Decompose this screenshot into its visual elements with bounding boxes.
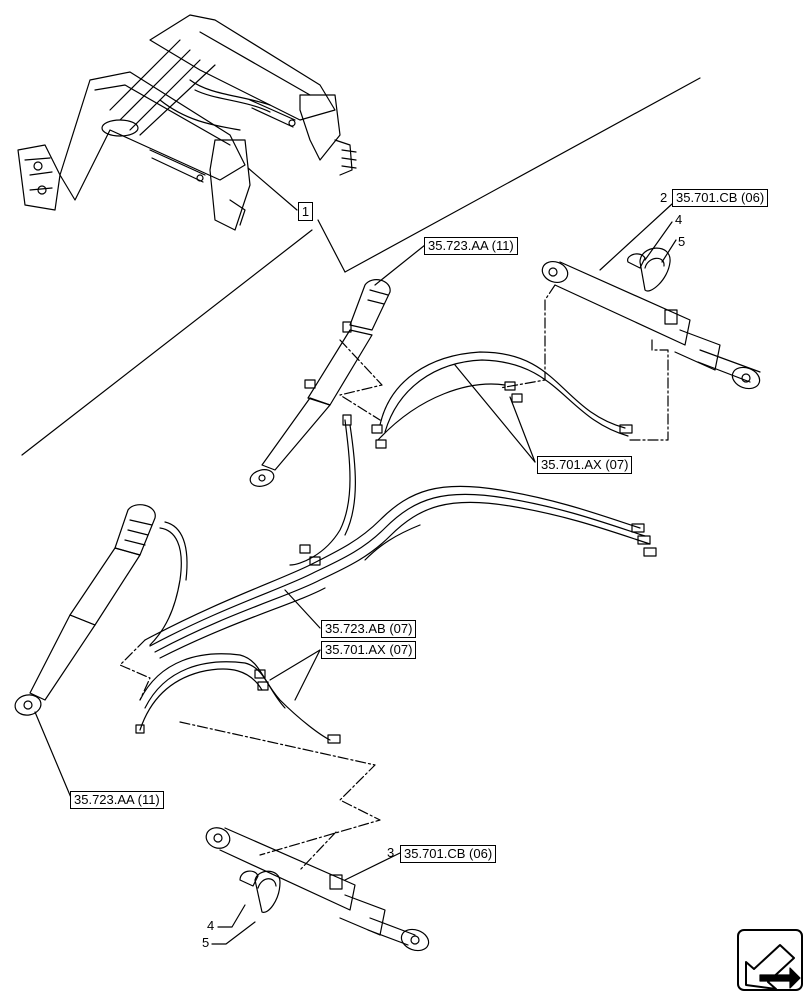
- item-5-number-bottom: 5: [202, 935, 210, 950]
- callout-1-leaders: [21, 77, 701, 456]
- ref-35-701-cb-bottom[interactable]: 35.701.CB (06): [400, 845, 497, 863]
- item-2-number: 2: [660, 190, 668, 205]
- top-dashdot-guides: [339, 284, 669, 441]
- upper-hose-set: [289, 351, 633, 566]
- bottom-hydraulic-cylinder: [205, 827, 430, 952]
- item-5-number-top: 5: [678, 234, 686, 249]
- ref-35-701-ax-lower[interactable]: 35.701.AX (07): [321, 641, 417, 659]
- item-3-number: 3: [387, 845, 395, 860]
- ref-35-723-aa-lower[interactable]: 35.723.AA (11): [70, 791, 164, 809]
- item-4-number-bottom: 4: [207, 918, 215, 933]
- ref-35-723-ab[interactable]: 35.723.AB (07): [321, 620, 417, 638]
- middle-hose-bundle: [144, 485, 657, 659]
- callout-1-box[interactable]: 1: [298, 202, 313, 221]
- ref-35-701-ax-right[interactable]: 35.701.AX (07): [537, 456, 633, 474]
- next-page-arrow-icon[interactable]: [737, 929, 803, 991]
- top-boom-cylinder: [249, 279, 391, 487]
- ref-35-701-cb-top[interactable]: 35.701.CB (06): [672, 189, 769, 207]
- lower-hose-set: [135, 653, 341, 744]
- ref-35-723-aa-top[interactable]: 35.723.AA (11): [424, 237, 518, 255]
- top-hydraulic-cylinder: [541, 247, 761, 390]
- lower-boom-cylinder: [14, 504, 188, 716]
- front-loader-illustration: [17, 14, 357, 231]
- label-leaders: [34, 203, 677, 945]
- item-4-number-top: 4: [675, 212, 683, 227]
